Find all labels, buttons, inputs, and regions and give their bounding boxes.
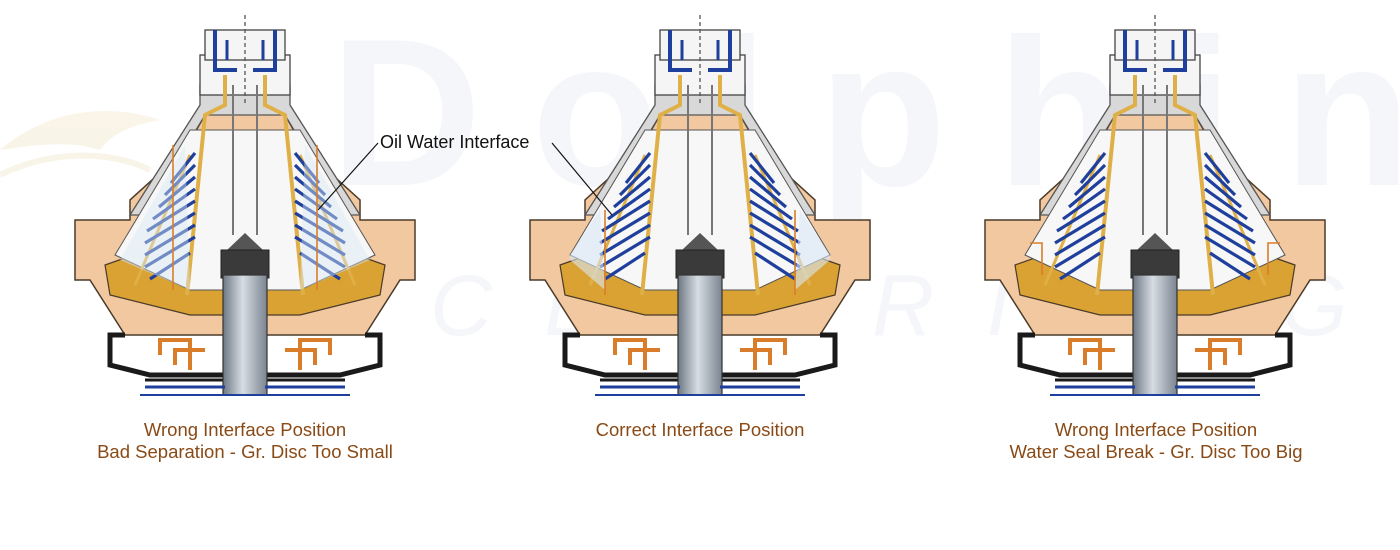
caption-right-line2: Water Seal Break - Gr. Disc Too Big [1009,441,1303,462]
separator-correct [530,15,870,395]
separator-wrong-big [985,15,1325,395]
callout-leaders [317,142,613,216]
callout-oil-water-interface: Oil Water Interface [380,132,530,152]
caption-left: Wrong Interface Position Bad Separation … [15,419,475,463]
caption-right-line1: Wrong Interface Position [1054,419,1258,440]
caption-center: Correct Interface Position [470,419,930,441]
caption-left-line2: Bad Separation - Gr. Disc Too Small [97,441,393,462]
caption-right: Wrong Interface Position Water Seal Brea… [926,419,1386,463]
watermark-dolphin-logo [0,111,160,178]
interface-line-right [1267,242,1280,275]
interface-line-left [1030,242,1043,275]
separator-wrong-small [75,15,415,395]
caption-left-line1: Wrong Interface Position [143,419,347,440]
caption-center-line1: Correct Interface Position [595,419,805,440]
